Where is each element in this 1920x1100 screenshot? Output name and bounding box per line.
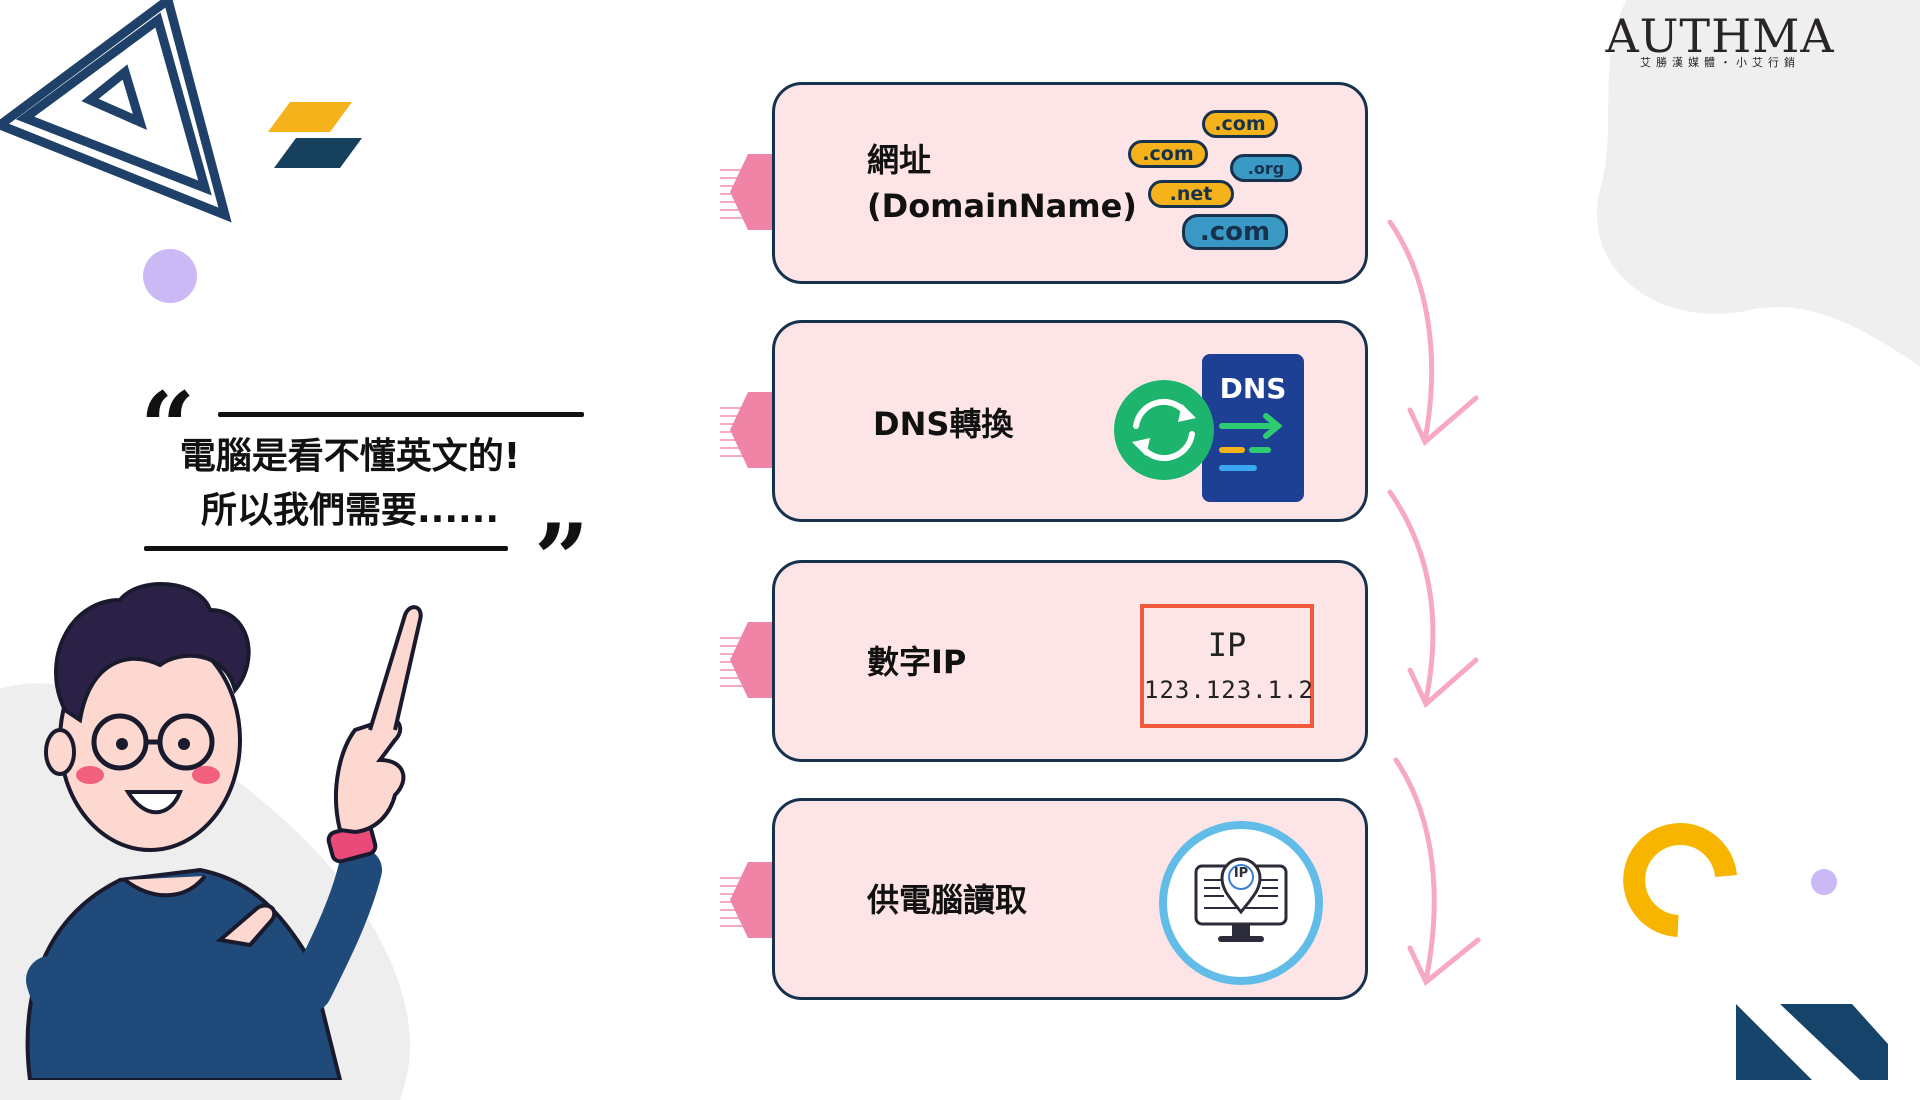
domain-tag-net: .net <box>1148 180 1234 208</box>
step-3-label: 數字IP <box>867 643 967 681</box>
quote-text: 電腦是看不懂英文的! 所以我們需要...... <box>140 430 560 538</box>
quote-top-line <box>218 412 584 417</box>
parallelogram-decoration-icon <box>268 102 362 168</box>
domain-tag-org: .org <box>1230 154 1302 182</box>
step-1-label-line-2: (DomainName) <box>867 187 1137 225</box>
authma-logo: AUTHMA <box>1605 9 1835 63</box>
step-2-label: DNS轉換 <box>873 405 1014 443</box>
pointing-person-illustration <box>25 582 423 1080</box>
navy-triangle-decoration-icon <box>1736 1004 1888 1080</box>
ip-computer-icon <box>1159 821 1323 985</box>
ip-box-value: 123.123.1.2 <box>1144 676 1314 704</box>
dns-icon-text: DNS <box>1219 372 1287 405</box>
background-blob-right <box>1596 0 1920 367</box>
logo-tagline: 艾勝漢媒體・小艾行銷 <box>1640 56 1800 69</box>
domain-tag-com: .com <box>1182 214 1288 250</box>
domain-tag-com: .com <box>1202 110 1278 138</box>
step-card-numeric-ip: 數字IP <box>772 560 1368 762</box>
step-1-label-line-1: 網址 <box>867 141 932 179</box>
close-quote-mark: ” <box>534 503 590 616</box>
quote-line-1: 電腦是看不懂英文的! <box>179 436 521 477</box>
triangle-decoration-icon <box>0 0 232 223</box>
domain-tag-com: .com <box>1128 140 1208 168</box>
ip-box-title: IP <box>1207 626 1247 664</box>
open-quote-mark: “ <box>140 371 196 484</box>
dns-server-icon: DNS <box>1202 354 1304 502</box>
small-lavender-dot-icon <box>1811 869 1837 895</box>
lavender-dot-icon <box>143 249 197 303</box>
quote-line-2: 所以我們需要...... <box>200 490 500 531</box>
quote-bottom-line <box>144 546 508 551</box>
sync-refresh-icon <box>1114 380 1214 480</box>
step-connector-arrows <box>1387 220 1481 986</box>
step-card-domain-name: 網址 (DomainName) <box>772 82 1368 284</box>
ip-computer-icon-text: IP <box>1233 866 1249 881</box>
ip-address-box: IP 123.123.1.2 <box>1140 604 1314 728</box>
yellow-arc-decoration-icon <box>1623 823 1737 937</box>
step-4-label: 供電腦讀取 <box>867 881 1028 919</box>
